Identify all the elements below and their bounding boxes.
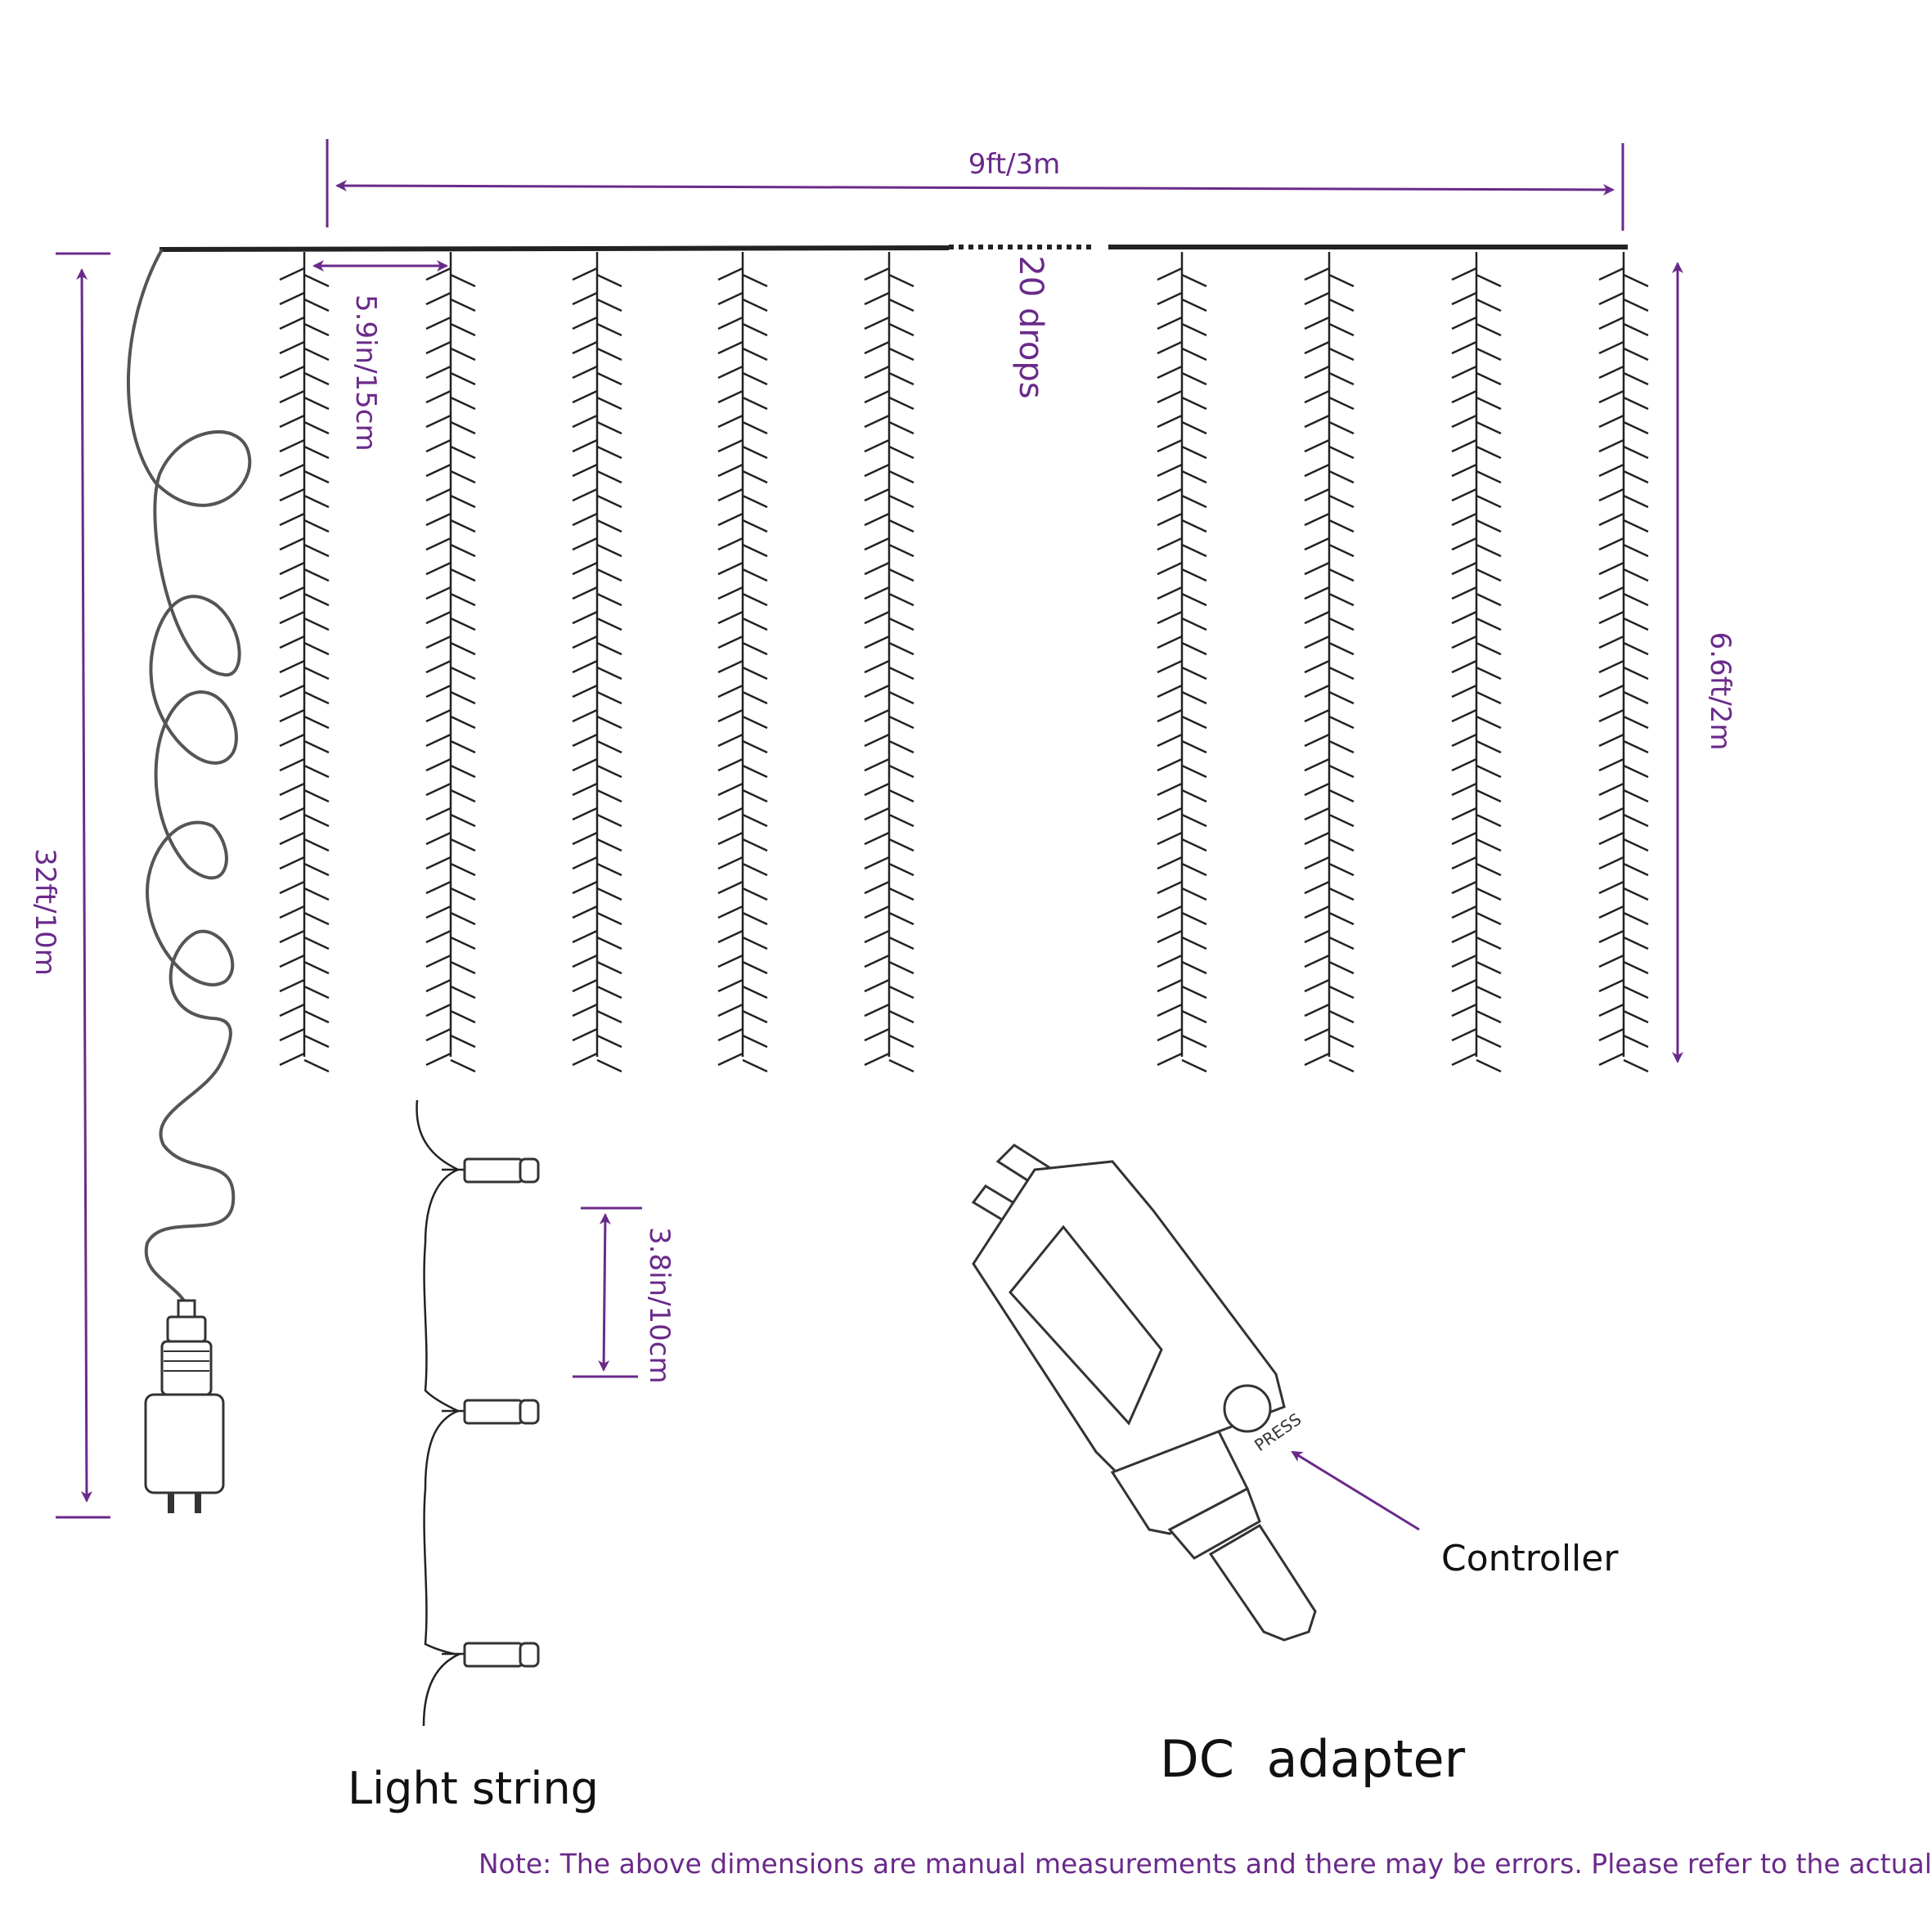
light-drop (425, 252, 476, 1073)
spacing-label: 5.9in/15cm (349, 294, 382, 452)
light-drop (864, 252, 914, 1073)
light-drop (1157, 252, 1207, 1073)
controller-pointer: Controller (1291, 1450, 1619, 1579)
controller-label: Controller (1441, 1538, 1619, 1579)
bulb (442, 1399, 540, 1425)
width-label: 9ft/3m (968, 148, 1061, 181)
light-drop (717, 252, 768, 1073)
light-drops (279, 252, 1649, 1073)
drop-length-dimension: 6.6ft/2m (1672, 262, 1737, 1063)
drop-length-label: 6.6ft/2m (1704, 632, 1737, 751)
dc-adapter-drawing: PRESS (971, 1143, 1317, 1642)
bulb (442, 1642, 540, 1668)
light-drop (1451, 252, 1502, 1073)
power-plug (144, 1299, 225, 1513)
light-drop (1304, 252, 1355, 1073)
bulb (442, 1157, 540, 1184)
top-bar (159, 245, 1628, 252)
bulb-spacing-label: 3.8in/10cm (643, 1227, 676, 1384)
drops-label: 20 drops (1012, 255, 1049, 398)
note-text: Note: The above dimensions are manual me… (479, 1848, 1932, 1880)
width-dimension: 9ft/3m (326, 139, 1624, 231)
lead-cord (126, 249, 252, 1310)
lead-length-dimension: 32ft/10m (29, 252, 110, 1519)
lead-length-label: 32ft/10m (29, 848, 61, 976)
dc-adapter-label: DC adapter (1160, 1729, 1466, 1789)
light-string-label: Light string (348, 1763, 599, 1814)
light-drop (279, 252, 330, 1073)
light-string-detail: 3.8in/10cm (416, 1099, 676, 1727)
light-drop (572, 252, 622, 1073)
light-drop (1598, 252, 1649, 1073)
spacing-dimension: 5.9in/15cm (312, 260, 448, 452)
